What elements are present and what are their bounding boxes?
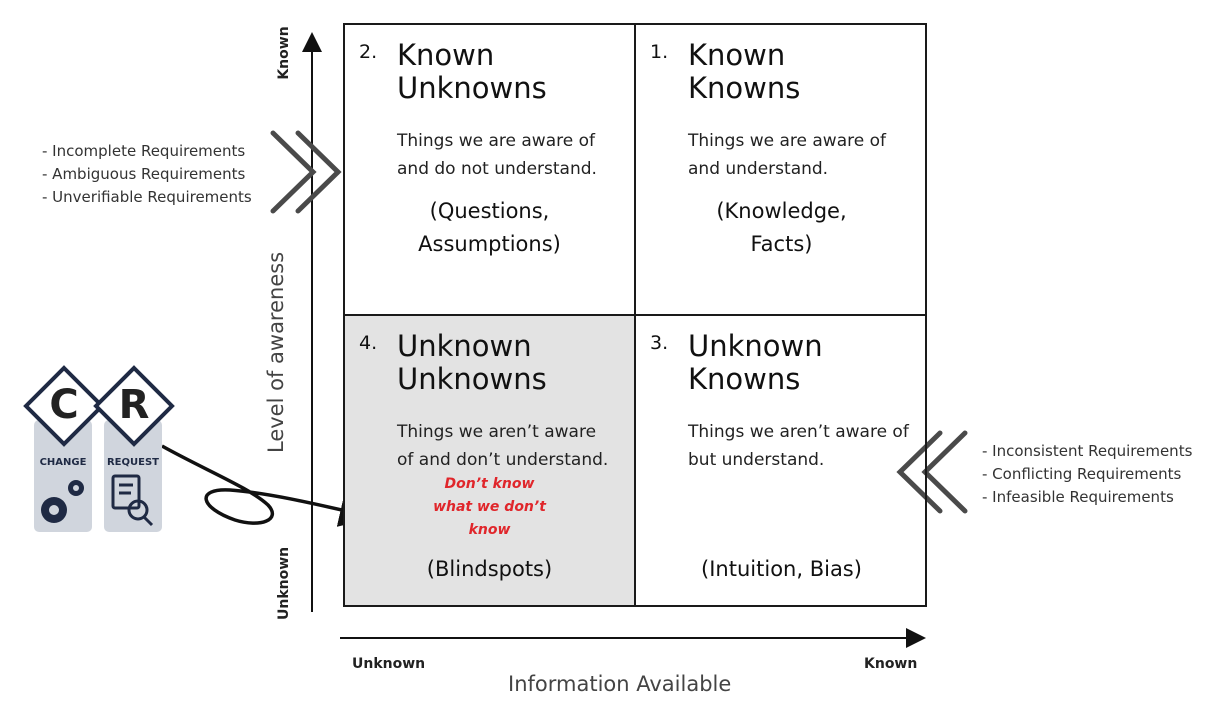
left-requirement-list: - Incomplete Requirements - Ambiguous Re…: [42, 140, 252, 209]
y-axis-title: Level of awareness: [264, 251, 288, 453]
list-item: - Unverifiable Requirements: [42, 188, 252, 206]
x-axis-title: Information Available: [508, 672, 732, 696]
quadrant-examples: (Questions, Assumptions): [418, 199, 561, 256]
list-item: - Incomplete Requirements: [42, 142, 246, 160]
list-item: - Inconsistent Requirements: [982, 442, 1193, 460]
knowledge-matrix: 2. Known Unknowns Things we are aware of…: [343, 23, 927, 607]
quadrant-number: 4.: [359, 332, 378, 354]
y-axis-top-label: Known: [276, 26, 292, 80]
quadrant-title: Known Knowns: [688, 38, 801, 105]
quadrant-description: Things we aren’t aware of but understand…: [688, 422, 909, 470]
change-request-badge: C R CHANGE REQUEST: [16, 362, 182, 537]
change-word: CHANGE: [39, 457, 87, 468]
x-axis-right-label: Known: [864, 656, 918, 672]
gear-icon: [41, 480, 84, 523]
change-letter: C: [49, 382, 79, 428]
quadrant-description: Things we aren’t aware of and don’t unde…: [397, 422, 609, 470]
quadrant-unknown-unknowns: 4. Unknown Unknowns Things we aren’t awa…: [345, 316, 636, 605]
loop-arrow: [161, 444, 375, 527]
quadrant-number: 2.: [359, 41, 378, 63]
quadrant-examples: (Knowledge, Facts): [716, 199, 847, 256]
request-word: REQUEST: [106, 457, 159, 468]
x-axis-left-label: Unknown: [352, 656, 426, 672]
quadrant-description: Things we are aware of and do not unders…: [397, 131, 597, 179]
quadrant-known-unknowns: 2. Known Unknowns Things we are aware of…: [345, 25, 636, 316]
right-requirement-list: - Inconsistent Requirements - Conflictin…: [982, 440, 1192, 509]
quadrant-known-knowns: 1. Known Knowns Things we are aware of a…: [636, 25, 927, 316]
document-search-icon: [111, 474, 154, 527]
request-letter: R: [118, 382, 150, 428]
quadrant-unknown-knowns: 3. Unknown Knowns Things we aren’t aware…: [636, 316, 927, 605]
quadrant-description: Things we are aware of and understand.: [688, 131, 886, 179]
quadrant-title: Unknown Knowns: [688, 329, 823, 396]
list-item: - Conflicting Requirements: [982, 465, 1182, 483]
blindspot-note: Don’t know what we don’t know: [433, 476, 546, 538]
list-item: - Infeasible Requirements: [982, 488, 1174, 506]
quadrant-number: 3.: [650, 332, 669, 354]
quadrant-title: Known Unknowns: [397, 38, 547, 105]
badge-diamonds: [23, 365, 175, 527]
list-item: - Ambiguous Requirements: [42, 165, 246, 183]
y-axis-bottom-label: Unknown: [276, 546, 292, 620]
quadrant-title: Unknown Unknowns: [397, 329, 547, 396]
quadrant-number: 1.: [650, 41, 669, 63]
right-chevron-icon: [270, 130, 342, 214]
quadrant-examples: (Intuition, Bias): [701, 557, 862, 581]
quadrant-examples: (Blindspots): [426, 557, 553, 581]
